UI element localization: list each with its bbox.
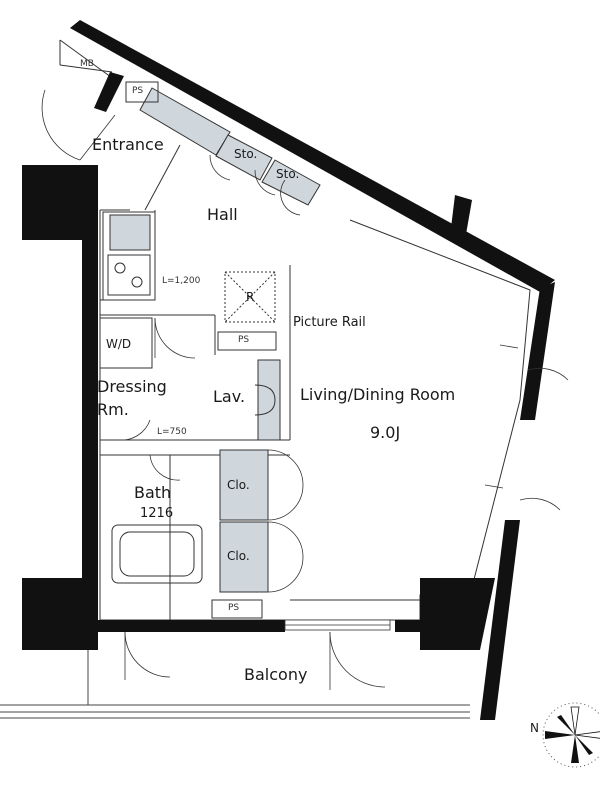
closet-2 xyxy=(219,521,269,593)
refrigerator-label: R xyxy=(246,290,255,304)
meter-box-label: MB xyxy=(80,59,94,69)
closet-1 xyxy=(219,449,269,521)
ps-box-3 xyxy=(211,599,263,619)
closet-label-2: Clo. xyxy=(227,549,250,563)
bottom-wall-right xyxy=(395,620,425,632)
storage-2 xyxy=(261,159,321,206)
sink-counter xyxy=(109,214,151,251)
top-diagonal-wall xyxy=(70,20,555,292)
kitchen-counter xyxy=(102,211,156,301)
counter-length-label: L=750 xyxy=(157,427,187,437)
pipe-space-label-bottom: PS xyxy=(228,603,240,613)
balcony-label: Balcony xyxy=(244,665,308,684)
hall-label: Hall xyxy=(207,205,238,224)
lavatory-label: Lav. xyxy=(213,387,246,406)
living-dining-label: Living/Dining Room xyxy=(300,385,456,404)
entrance-wall xyxy=(94,72,124,112)
bath-size-label: 1216 xyxy=(140,506,174,521)
pipe-space-label-top: PS xyxy=(132,86,144,96)
compass-north-label: N xyxy=(530,721,539,735)
kitchen-length-label: L=1,200 xyxy=(162,276,201,286)
storage-label-2: Sto. xyxy=(276,167,300,181)
closet-2-fill xyxy=(219,521,269,593)
dressing-room-label-2: Rm. xyxy=(97,400,129,419)
living-area-label: 9.0J xyxy=(370,423,401,442)
lav-counter xyxy=(257,359,281,441)
picture-rail-label: Picture Rail xyxy=(293,315,366,330)
washer-box xyxy=(99,317,153,369)
bottom-wall xyxy=(95,620,285,632)
interior-outline xyxy=(99,210,531,621)
stove xyxy=(107,254,151,296)
closet-label-1: Clo. xyxy=(227,478,250,492)
left-wall xyxy=(82,165,98,635)
compass-icon xyxy=(542,702,600,768)
washer-label: W/D xyxy=(106,337,132,351)
right-wall xyxy=(520,282,555,420)
refrigerator-box xyxy=(224,271,276,323)
storage-1 xyxy=(215,134,273,181)
ps-box-1 xyxy=(217,331,277,351)
dressing-room-label: Dressing xyxy=(97,377,167,396)
wall-stub xyxy=(450,195,472,240)
right-lower-wall xyxy=(480,520,520,720)
right-column xyxy=(420,578,495,650)
ps-box-2 xyxy=(125,81,159,103)
walls xyxy=(22,20,555,720)
bath-label: Bath xyxy=(134,483,172,502)
pipe-space-label-mid: PS xyxy=(238,335,250,345)
entrance-label: Entrance xyxy=(92,135,164,154)
bathtub xyxy=(111,524,203,584)
storage-label-1: Sto. xyxy=(234,147,258,161)
left-column-bottom xyxy=(22,578,98,650)
